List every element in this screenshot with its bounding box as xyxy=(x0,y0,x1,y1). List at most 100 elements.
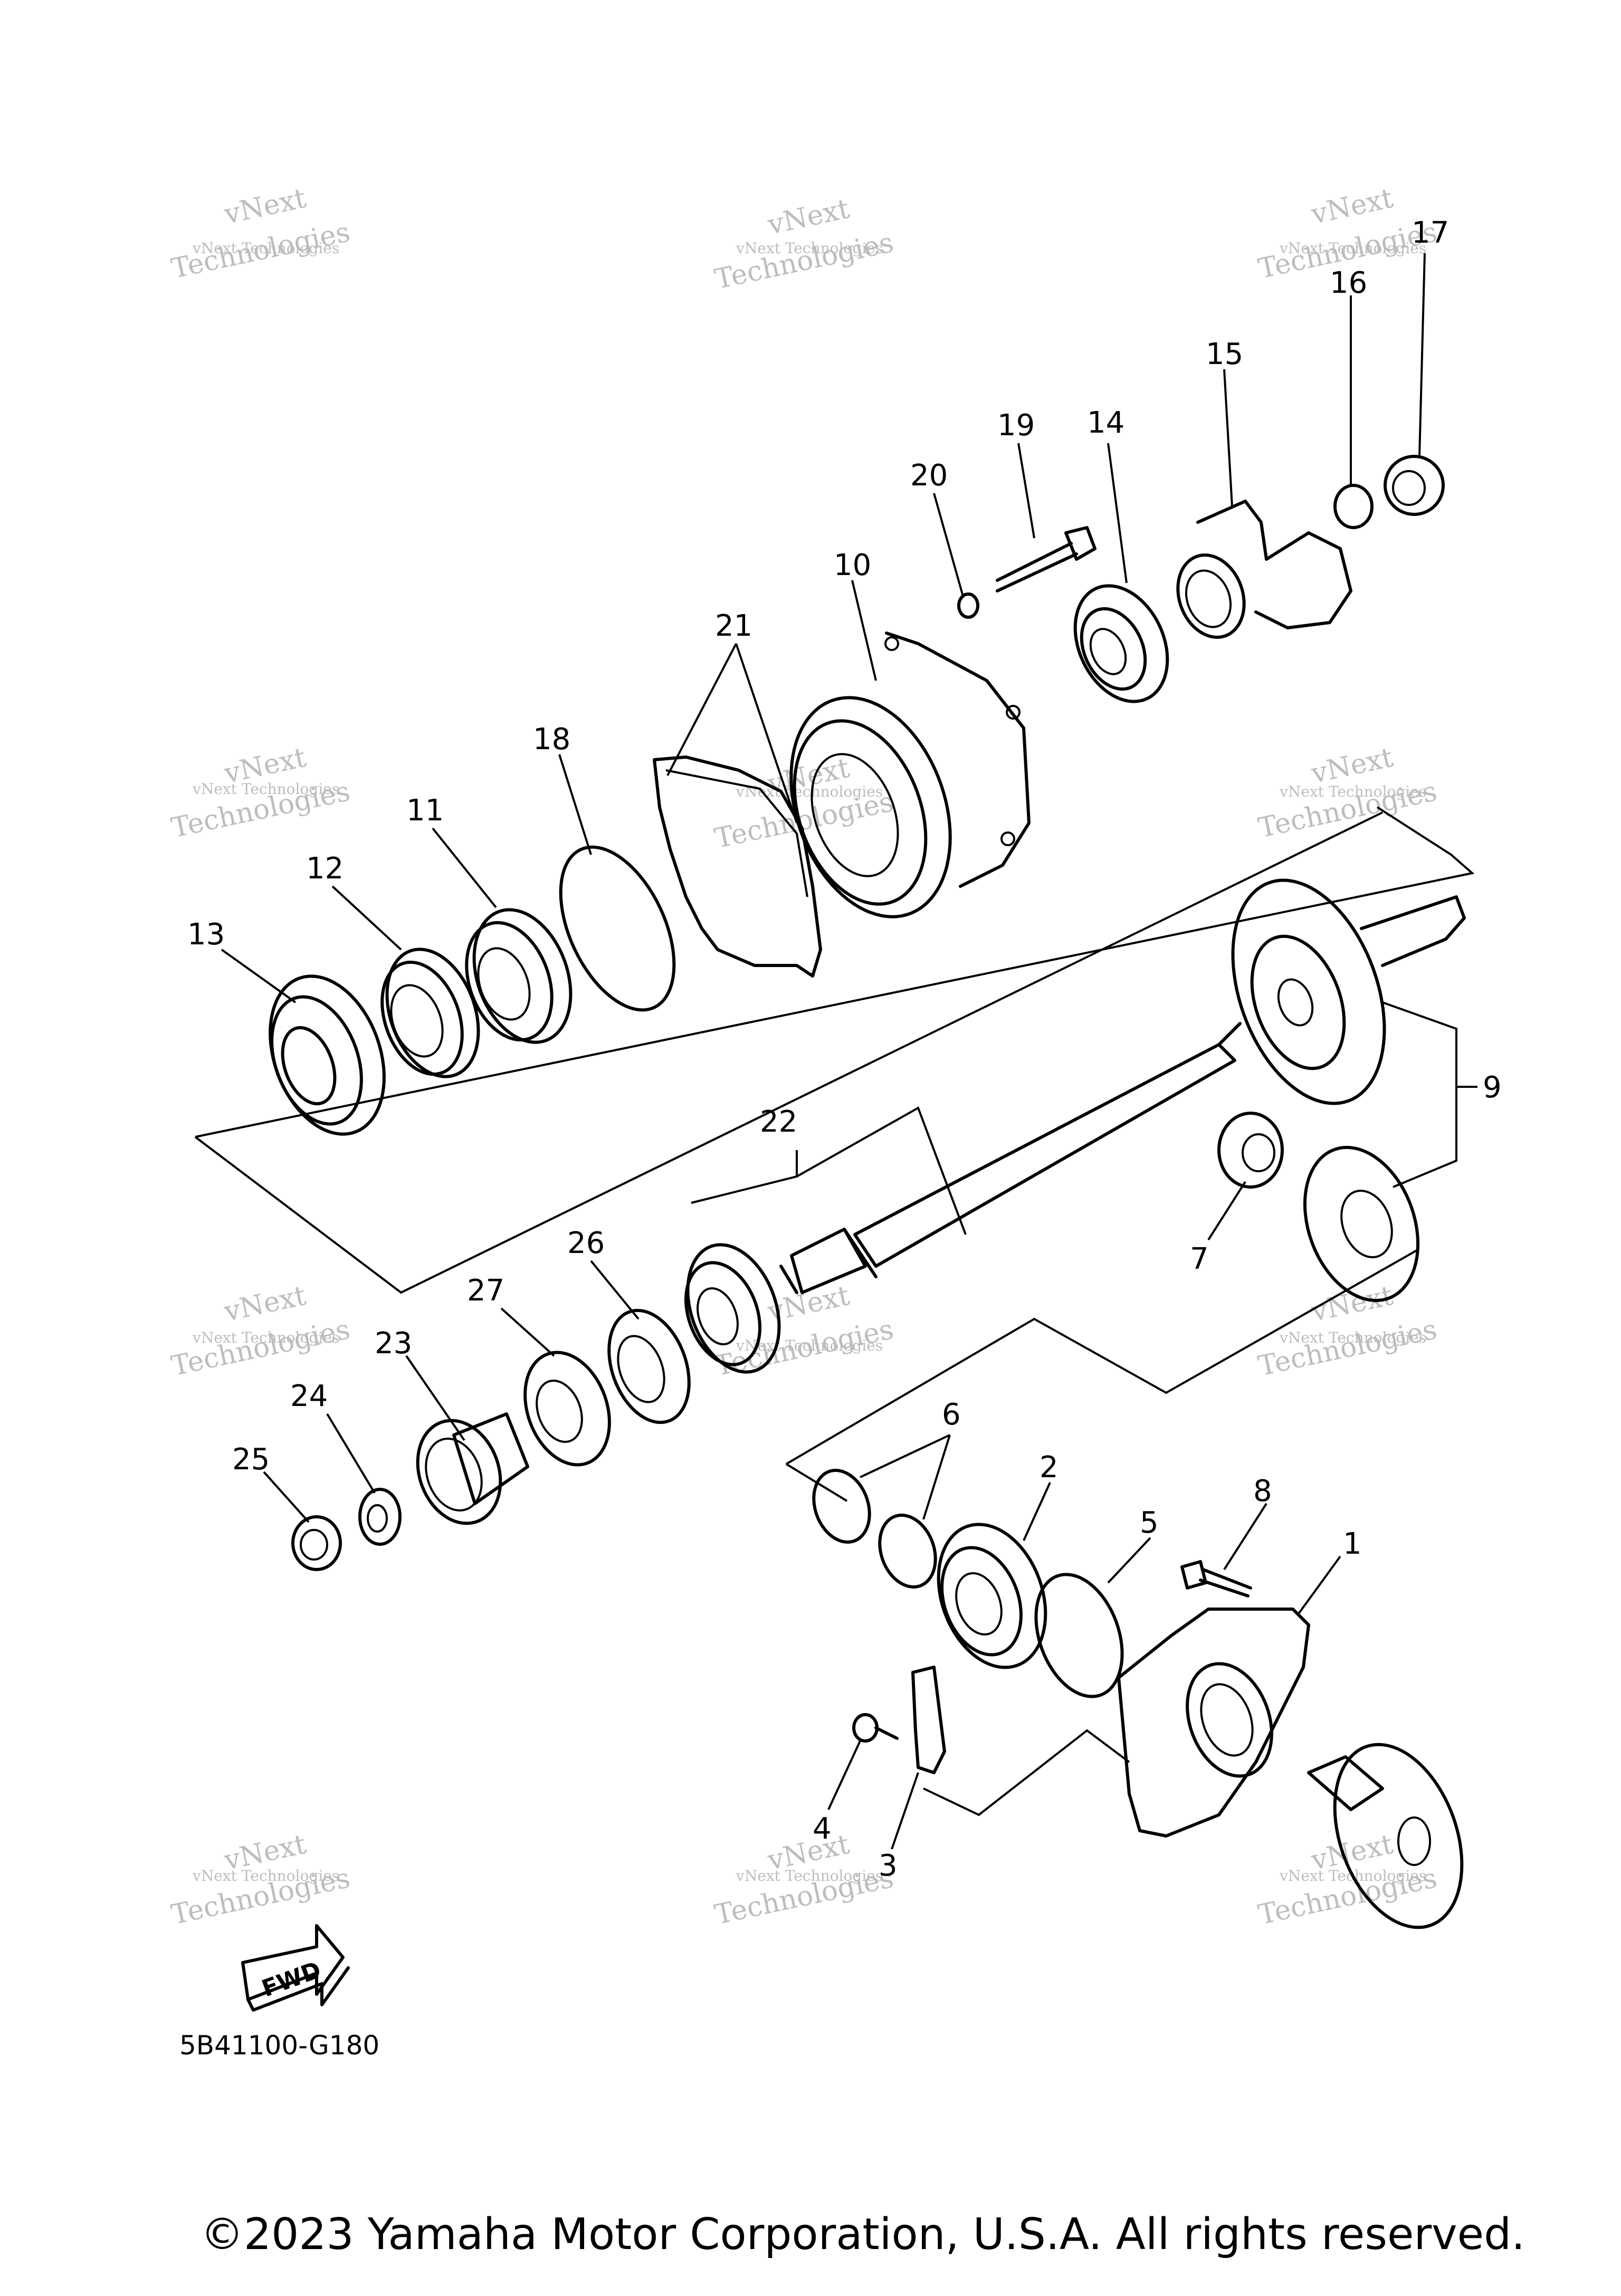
callout-14: 14 xyxy=(1087,406,1124,440)
callout-18: 18 xyxy=(533,722,570,757)
part-19-bolt xyxy=(996,526,1096,592)
leader-4 xyxy=(827,1740,861,1810)
callout-5: 5 xyxy=(1140,1506,1159,1540)
watermark-small: vNext Technologies xyxy=(736,1867,883,1884)
leader-5 xyxy=(1107,1537,1151,1584)
part-11-ball-bearing xyxy=(465,908,573,1044)
part-24-washer xyxy=(358,1488,402,1546)
leader-22 xyxy=(691,1106,967,1235)
leader-21b xyxy=(735,643,798,824)
leader-18 xyxy=(558,754,592,855)
callout-26: 26 xyxy=(567,1226,605,1260)
leader-15 xyxy=(1223,369,1233,507)
part-17-nut xyxy=(1384,455,1445,516)
watermark-small: vNext Technologies xyxy=(192,1867,339,1884)
part-22-shaft xyxy=(779,1022,1242,1294)
leader-21a xyxy=(666,643,737,776)
leader-13 xyxy=(221,949,297,1003)
watermark-small: vNext Technologies xyxy=(736,240,883,257)
leader-11 xyxy=(432,827,497,908)
callout-8: 8 xyxy=(1253,1474,1272,1508)
watermark-small: vNext Technologies xyxy=(1279,1329,1426,1346)
assembly-outline-lower xyxy=(785,1249,1417,1465)
leader-10 xyxy=(851,580,877,681)
part-9-ring-gear xyxy=(1231,878,1466,1105)
part-26-bearing xyxy=(684,1243,781,1374)
assembly-outline-shaft xyxy=(194,811,1383,1294)
part-3-plate xyxy=(911,1666,946,1774)
leader-26 xyxy=(590,1260,640,1320)
callout-7: 7 xyxy=(1190,1242,1209,1276)
callout-16: 16 xyxy=(1330,266,1367,300)
part-18-o-ring xyxy=(559,845,676,1012)
part-21-shims xyxy=(653,755,822,978)
callout-25: 25 xyxy=(232,1442,270,1477)
leader-6b xyxy=(922,1434,951,1520)
leader-2 xyxy=(1023,1482,1051,1541)
watermark-vnext: vNext xyxy=(221,1280,309,1328)
leader-20 xyxy=(933,493,964,597)
part-14-bearing xyxy=(1073,584,1169,703)
callout-19: 19 xyxy=(997,408,1035,443)
callout-24: 24 xyxy=(290,1379,328,1413)
watermark-small: vNext Technologies xyxy=(736,783,883,800)
watermark-technologies: Technologies xyxy=(712,227,896,295)
watermark-small: vNext Technologies xyxy=(192,1329,339,1346)
callout-17: 17 xyxy=(1412,216,1449,250)
part-9-pinion-gear xyxy=(1303,1145,1420,1303)
part-2-bearing xyxy=(937,1523,1047,1669)
part-10-housing xyxy=(789,632,1031,919)
leader-23 xyxy=(405,1355,465,1441)
watermark-small: vNext Technologies xyxy=(192,240,339,257)
watermark-small: vNext Technologies xyxy=(1279,240,1426,257)
watermark-vnext: vNext xyxy=(1308,183,1396,231)
watermark-small: vNext Technologies xyxy=(192,780,339,798)
leader-27 xyxy=(500,1307,555,1357)
callout-9: 9 xyxy=(1483,1070,1502,1105)
callout-15: 15 xyxy=(1206,337,1243,371)
watermark-technologies: Technologies xyxy=(168,1314,352,1382)
leader-7 xyxy=(1207,1181,1246,1241)
callout-4: 4 xyxy=(813,1812,832,1846)
assembly-outline-upper xyxy=(195,806,1475,1138)
watermark-vnext: vNext xyxy=(765,193,852,241)
watermark-technologies: Technologies xyxy=(1255,1314,1439,1382)
leader-14 xyxy=(1107,443,1128,583)
watermark-vnext: vNext xyxy=(221,183,309,231)
leader-8 xyxy=(1223,1503,1267,1571)
part-5-o-ring xyxy=(1034,1573,1124,1698)
callout-20: 20 xyxy=(910,458,948,493)
part-25-nut xyxy=(291,1515,342,1571)
leader-9 xyxy=(1382,1001,1457,1188)
callout-11: 11 xyxy=(406,793,444,828)
callout-1: 1 xyxy=(1343,1527,1362,1561)
leader-3 xyxy=(891,1772,919,1850)
callout-6: 6 xyxy=(942,1398,961,1432)
watermark-group: Technologies vNext vNext Technologies Te… xyxy=(168,183,1439,1931)
part-6-shims xyxy=(812,1469,937,1589)
part-15-yoke xyxy=(1176,500,1352,639)
part-8-bolt xyxy=(1180,1560,1252,1597)
leader-1 xyxy=(1297,1555,1341,1615)
part-16-washer xyxy=(1333,484,1374,529)
leader-12 xyxy=(331,885,402,951)
part-23-coupling xyxy=(416,1412,529,1525)
copyright-notice: ©2023 Yamaha Motor Corporation, U.S.A. A… xyxy=(201,2209,1525,2260)
part-13-bearing xyxy=(269,974,386,1136)
part-4-screw xyxy=(852,1713,899,1743)
callout-21: 21 xyxy=(715,609,752,643)
fwd-arrow-icon: FWD xyxy=(241,1924,350,2012)
callout-3: 3 xyxy=(879,1849,898,1883)
assembly-outline-bottom xyxy=(923,1729,1130,1816)
part-7-nut xyxy=(1217,1112,1284,1189)
callout-22: 22 xyxy=(760,1105,797,1139)
leader-17 xyxy=(1418,253,1426,457)
callout-2: 2 xyxy=(1040,1450,1059,1485)
part-12-ring-nut xyxy=(380,948,480,1078)
watermark-small: vNext Technologies xyxy=(1279,783,1426,800)
callout-13: 13 xyxy=(187,917,225,952)
leader-24 xyxy=(326,1413,376,1494)
leader-25 xyxy=(263,1471,310,1523)
callout-12: 12 xyxy=(306,852,344,886)
